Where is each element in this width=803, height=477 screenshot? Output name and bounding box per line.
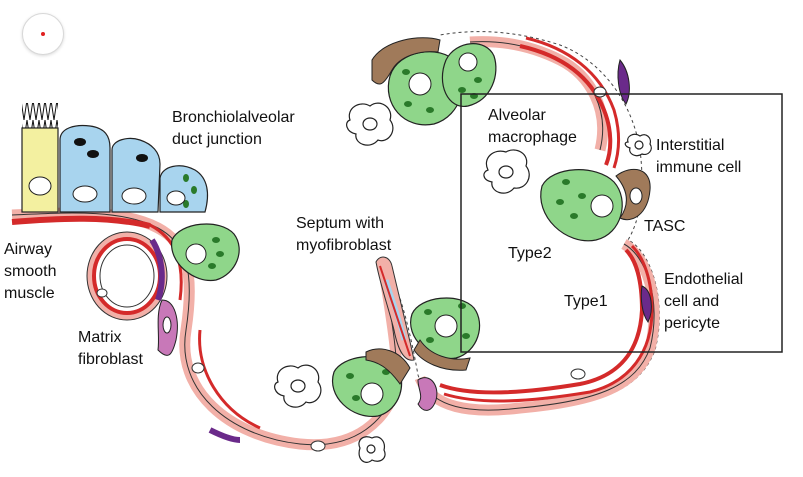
label-duct-junction: duct junction [172, 131, 262, 148]
label-immune-cell: immune cell [656, 159, 742, 176]
septum-myofibroblast [375, 256, 415, 361]
fibroblast-bottom [417, 377, 438, 411]
label-fibroblast: fibroblast [78, 351, 143, 368]
record-dot-icon [41, 32, 45, 36]
label-tasc: TASC [644, 218, 686, 235]
blood-vessel [86, 231, 168, 321]
label-muscle: muscle [4, 285, 55, 302]
label-myofibroblast: myofibroblast [296, 237, 392, 254]
airway-epithelium [11, 103, 209, 229]
macrophages [274, 102, 652, 463]
record-button[interactable] [22, 13, 64, 55]
label-alveolar: Alveolar [488, 107, 546, 124]
label-bronchiolar: Bronchiolalveolar [172, 109, 295, 126]
label-smooth: smooth [4, 263, 57, 280]
ciliated-cell [21, 127, 59, 213]
inset-box [460, 93, 783, 353]
label-cell-and: cell and [664, 293, 720, 310]
club-cell [59, 124, 111, 213]
label-endothelial: Endothelial [664, 271, 744, 288]
label-type2: Type2 [508, 245, 552, 262]
label-type1: Type1 [564, 293, 608, 310]
pericyte-cell [640, 285, 652, 323]
label-matrix: Matrix [78, 329, 122, 346]
label-macrophage: macrophage [488, 129, 577, 146]
label-septum: Septum with [296, 215, 385, 232]
label-airway: Airway [4, 241, 53, 258]
type2-cells [171, 37, 623, 417]
label-interstitial: Interstitial [656, 137, 725, 154]
label-pericyte: pericyte [664, 315, 721, 332]
